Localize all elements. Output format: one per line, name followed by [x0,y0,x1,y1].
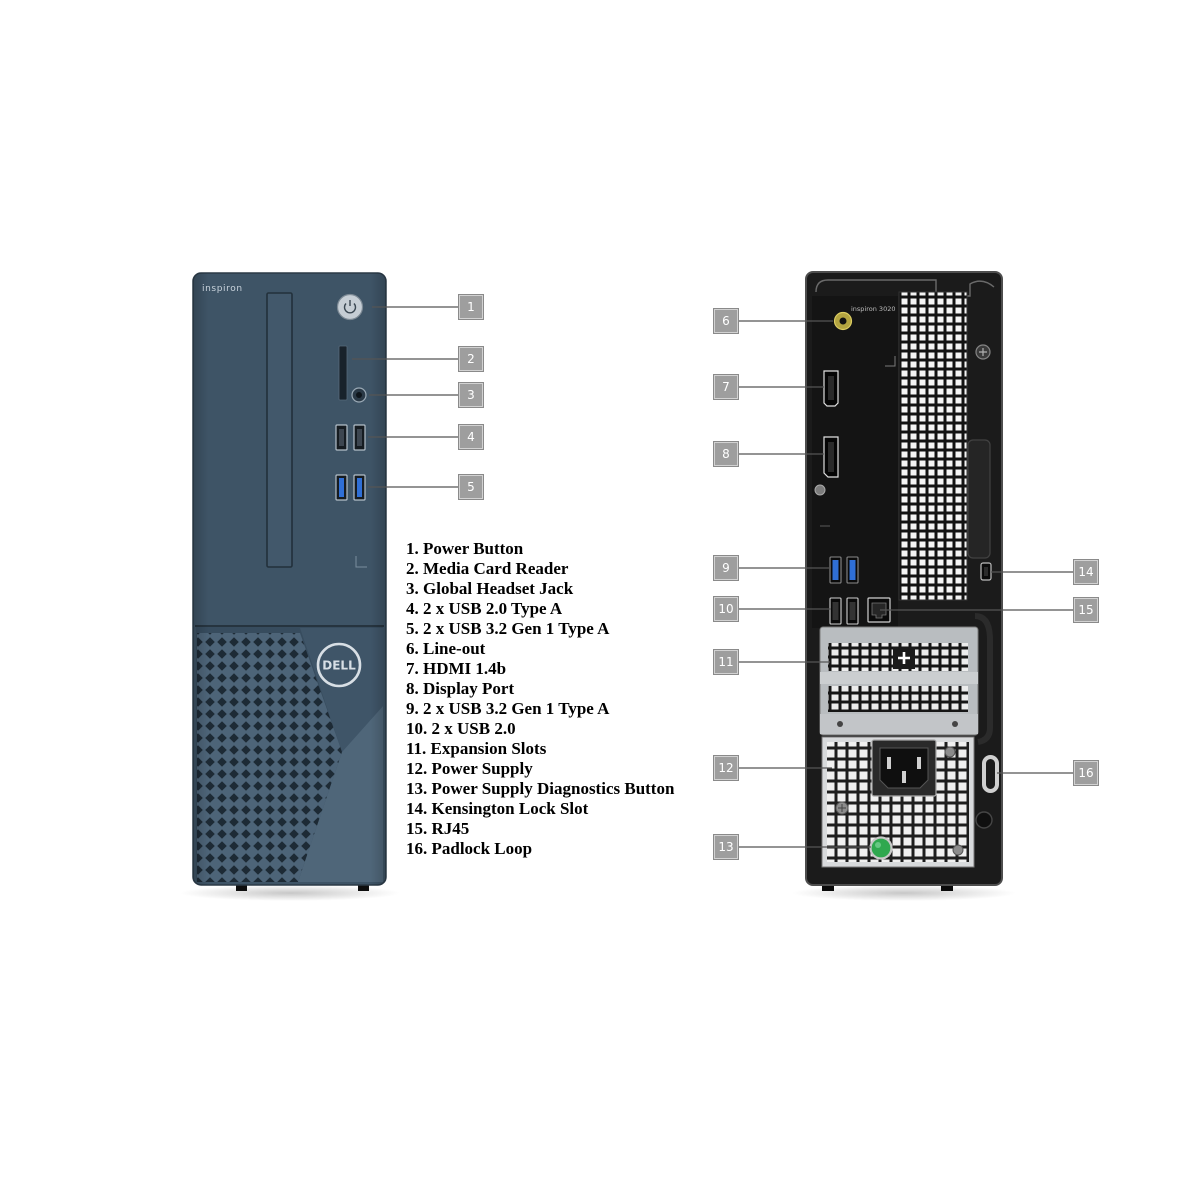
kensington-lock-icon [980,562,992,581]
callout-3: 3 [459,383,483,407]
rj45-port-icon [867,597,891,623]
legend-item: 9. 2 x USB 3.2 Gen 1 Type A [406,699,610,718]
legend: 1. Power Button 2. Media Card Reader 3. … [406,539,726,859]
dell-logo: DELL [316,642,362,688]
optical-drive-bay [266,292,293,568]
callout-4: 4 [459,425,483,449]
rear-foot-right [941,882,953,891]
callout-10: 10 [714,597,738,621]
psu-screw-icon [944,746,956,758]
callout-6: 6 [714,309,738,333]
rear-screw-icon [814,484,826,496]
callout-15: 15 [1074,598,1098,622]
legend-item: 6. Line-out [406,639,486,658]
display-port-icon [823,436,839,478]
front-usb-2-ports [335,424,366,451]
plus-icon [898,652,910,664]
callout-14: 14 [1074,560,1098,584]
expansion-slot-cover-lower [828,686,968,712]
legend-item: 15. RJ45 [406,819,470,838]
legend-item: 4. 2 x USB 2.0 Type A [406,599,563,618]
psu-screw-icon [952,844,964,856]
legend-item: 12. Power Supply [406,759,533,778]
power-socket-icon [871,739,937,797]
media-card-reader-slot [338,345,348,401]
rear-upper-vent [898,291,968,601]
legend-item: 10. 2 x USB 2.0 [406,719,516,738]
expansion-frame-curve [974,613,993,745]
legend-item: 1. Power Button [406,539,524,558]
power-supply-area [821,736,975,868]
chassis-screw-icon [975,344,991,360]
inspiron-brand-text: inspiron [202,284,243,294]
front-usb-3-ports [335,474,366,501]
front-foot-left [236,882,247,891]
legend-item: 14. Kensington Lock Slot [406,799,589,818]
rear-view: inspiron 3020 [792,271,1016,901]
legend-item: 7. HDMI 1.4b [406,659,507,678]
rear-corner-mark [885,356,896,367]
callout-9: 9 [714,556,738,580]
rear-grommet-icon [975,811,993,829]
callout-8: 8 [714,442,738,466]
inspiron-model-text: inspiron 3020 [851,305,895,313]
front-view: inspiron [180,272,400,901]
legend-item: 5. 2 x USB 3.2 Gen 1 Type A [406,619,610,638]
dell-logo-text: DELL [322,659,356,673]
front-corner-mark [355,556,367,568]
rear-floor-shadow [792,885,1016,901]
legend-item: 13. Power Supply Diagnostics Button [406,779,675,798]
callout-leader-lines [352,306,1074,848]
callout-13: 13 [714,835,738,859]
front-floor-shadow [180,885,400,901]
expansion-bar [820,714,978,734]
callout-1: 1 [459,295,483,319]
rear-usb-2-ports [829,597,859,625]
callout-2: 2 [459,347,483,371]
rear-side-hook [967,439,991,559]
headset-jack-icon [351,387,367,403]
callout-5: 5 [459,475,483,499]
legend-item: 11. Expansion Slots [406,739,547,758]
legend-item: 2. Media Card Reader [406,559,569,578]
psu-screw-icon [835,801,849,815]
hdmi-port-icon [823,370,839,407]
expansion-slots-area [819,613,993,745]
callout-12: 12 [714,756,738,780]
callout-11: 11 [714,650,738,674]
callout-7: 7 [714,375,738,399]
padlock-loop-icon [982,755,999,793]
callout-16: 16 [1074,761,1098,785]
line-out-jack-icon [833,311,853,331]
legend-item: 16. Padlock Loop [406,839,533,858]
rear-foot-left [822,882,834,891]
front-foot-right [358,882,369,891]
legend-item: 3. Global Headset Jack [406,579,574,598]
legend-item: 8. Display Port [406,679,515,698]
diagnostics-button-icon [869,836,893,860]
rear-usb-3-ports [829,556,859,584]
expansion-bar [820,672,978,684]
power-button-icon [336,293,364,321]
